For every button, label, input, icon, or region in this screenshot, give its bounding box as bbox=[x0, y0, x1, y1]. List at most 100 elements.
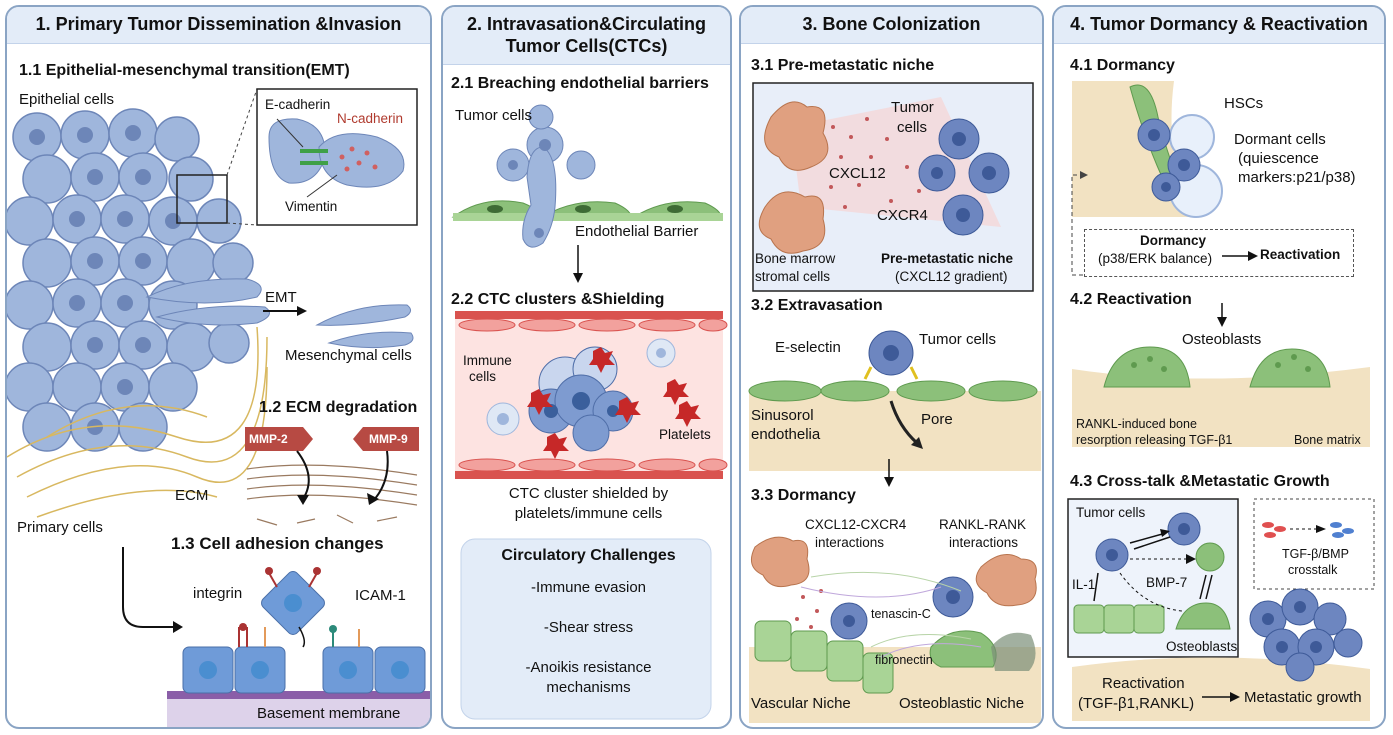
bone-matrix-label: Bone matrix bbox=[1294, 433, 1361, 447]
cxcr4-label: CXCR4 bbox=[877, 207, 928, 224]
panel-bone-colonization: 3. Bone Colonization bbox=[739, 5, 1044, 729]
vimentin-label: Vimentin bbox=[285, 199, 338, 214]
niche-heading: 3.1 Pre-metastatic niche bbox=[751, 57, 935, 74]
challenge-shear-stress: -Shear stress bbox=[543, 619, 634, 636]
platelets-label: Platelets bbox=[659, 427, 711, 442]
mmp9-marker bbox=[353, 427, 419, 451]
tgf-label-2: crosstalk bbox=[1288, 563, 1338, 577]
ecm-degradation-heading: 1.2 ECM degradation bbox=[259, 399, 418, 416]
integrin-label: integrin bbox=[193, 585, 243, 602]
icam-label: ICAM-1 bbox=[355, 587, 406, 604]
fibronectin-label: fibronectin bbox=[875, 653, 933, 667]
bmp7-label: BMP-7 bbox=[1146, 575, 1188, 590]
e-cadherin-label: E-cadherin bbox=[265, 97, 331, 112]
panel-2-title-line1: 2. Intravasation&Circulating bbox=[466, 14, 707, 34]
panel-3-header: 3. Bone Colonization bbox=[741, 7, 1042, 44]
cxcl-interaction-2: interactions bbox=[815, 535, 885, 550]
challenge-anoikis-2: mechanisms bbox=[546, 679, 631, 696]
metastatic-growth-label: Metastatic growth bbox=[1244, 689, 1362, 706]
niche-gradient-label: (CXCL12 gradient) bbox=[895, 269, 1008, 284]
crosstalk-heading: 4.3 Cross-talk &Metastatic Growth bbox=[1070, 473, 1330, 490]
dormant-cells-label-3: markers:p21/p38) bbox=[1238, 169, 1356, 186]
osteoblastic-niche-label: Osteoblastic Niche bbox=[899, 695, 1025, 712]
immune-cells-label-1: Immune bbox=[463, 353, 512, 368]
osteoblasts-label: Osteoblasts bbox=[1182, 331, 1262, 348]
tgf-callout bbox=[1253, 498, 1375, 590]
vascular-niche-label: Vascular Niche bbox=[751, 695, 851, 712]
mmp2-marker bbox=[245, 427, 313, 451]
panel-3-illustration bbox=[748, 82, 1041, 723]
mmp9-label: MMP-9 bbox=[369, 432, 408, 446]
mesenchymal-cells bbox=[145, 278, 414, 349]
reactivation-growth-2: (TGF-β1,RANKL) bbox=[1078, 695, 1195, 712]
dormancy-heading: 3.3 Dormancy bbox=[751, 487, 856, 504]
platelets bbox=[527, 347, 701, 459]
challenges-title: Circulatory Challenges bbox=[501, 547, 676, 564]
rankl-label-2: resorption releasing TGF-β1 bbox=[1076, 433, 1233, 447]
ctc-caption-2: platelets/immune cells bbox=[514, 505, 663, 522]
breach-heading: 2.1 Breaching endothelial barriers bbox=[451, 75, 709, 92]
panel-1-title: 1. Primary Tumor Dissemination &Invasion bbox=[35, 14, 402, 34]
dormant-cells bbox=[1137, 118, 1201, 202]
extravasation-heading: 3.2 Extravasation bbox=[751, 297, 883, 314]
stromal-cells bbox=[758, 101, 829, 254]
panel-dormancy-reactivation: 4. Tumor Dormancy & Reactivation bbox=[1052, 5, 1386, 729]
bone-surface bbox=[749, 391, 1041, 471]
panel-4-header: 4. Tumor Dormancy & Reactivation bbox=[1054, 7, 1384, 44]
reactivation-growth-1: Reactivation bbox=[1102, 675, 1185, 692]
crosstalk-tumor-label: Tumor cells bbox=[1076, 505, 1146, 520]
ctc-heading: 2.2 CTC clusters &Shielding bbox=[451, 291, 665, 308]
panel-intravasation: 2. Intravasation&Circulating Tumor Cells… bbox=[441, 5, 732, 729]
challenge-immune-evasion: -Immune evasion bbox=[530, 579, 647, 596]
tumor-cells-label: Tumor cells bbox=[455, 107, 532, 124]
panel-3-title: 3. Bone Colonization bbox=[802, 14, 981, 34]
panel-4-illustration bbox=[1067, 81, 1375, 721]
panel-1-header: 1. Primary Tumor Dissemination &Invasion bbox=[7, 7, 430, 44]
rankl-label-1: RANKL-induced bone bbox=[1076, 417, 1197, 431]
sinusoidal-label-2: endothelia bbox=[751, 426, 821, 443]
basement-membrane bbox=[167, 697, 430, 727]
dormancy-reactivation-box bbox=[1084, 229, 1354, 277]
ecm-label: ECM bbox=[175, 487, 209, 504]
tenascin-label: tenascin-C bbox=[871, 607, 931, 621]
dormancy-box-label: Dormancy bbox=[1140, 233, 1207, 248]
adhesion-heading: 1.3 Cell adhesion changes bbox=[171, 534, 384, 553]
sinusoidal-label-1: Sinusorol bbox=[751, 407, 814, 424]
e-cadherin-marker bbox=[300, 149, 328, 153]
n-cadherin-label: N-cadherin bbox=[337, 111, 404, 126]
pore-label: Pore bbox=[921, 411, 953, 428]
mesenchymal-cells-label: Mesenchymal cells bbox=[285, 347, 412, 364]
vascular-niche-cells bbox=[754, 620, 894, 694]
sinusoidal-endothelium bbox=[748, 380, 1038, 402]
panel-2-header: 2. Intravasation&Circulating Tumor Cells… bbox=[443, 7, 730, 65]
niche-tumor-label-1: Tumor bbox=[891, 99, 934, 116]
stromal-label-1: Bone marrow bbox=[755, 251, 836, 266]
primary-cells-label: Primary cells bbox=[17, 519, 103, 536]
immune-cells-label-2: cells bbox=[469, 369, 497, 384]
cxcl-interaction-1: CXCL12-CXCR4 bbox=[805, 517, 907, 532]
crosstalk-osteoblasts-label: Osteoblasts bbox=[1166, 639, 1238, 654]
panel-1-illustration bbox=[7, 88, 430, 727]
crosstalk-endothelium bbox=[1073, 604, 1165, 634]
dormancy-heading-4: 4.1 Dormancy bbox=[1070, 57, 1175, 74]
panel-4-title: 4. Tumor Dormancy & Reactivation bbox=[1070, 14, 1368, 34]
basement-membrane-label: Basement membrane bbox=[257, 705, 401, 722]
epithelial-cells-label: Epithelial cells bbox=[19, 91, 115, 108]
adherent-cells bbox=[182, 646, 426, 694]
challenges-box bbox=[460, 538, 712, 720]
endothelial-barrier-label: Endothelial Barrier bbox=[575, 223, 699, 240]
osteoclasts bbox=[1103, 346, 1331, 388]
ctc-caption-1: CTC cluster shielded by bbox=[508, 485, 669, 502]
rankl-interaction-1: RANKL-RANK bbox=[939, 517, 1027, 532]
stromal-label-2: stromal cells bbox=[755, 269, 831, 284]
hscs-label: HSCs bbox=[1224, 95, 1264, 112]
panel-2-title-line2: Tumor Cells(CTCs) bbox=[505, 36, 668, 56]
cxcl12-label: CXCL12 bbox=[829, 165, 886, 182]
il1-label: IL-1 bbox=[1072, 577, 1096, 592]
niche-tumor-label-2: cells bbox=[897, 119, 928, 136]
panel-primary-tumor: 1. Primary Tumor Dissemination &Invasion bbox=[5, 5, 432, 729]
extravasation-tumor-label: Tumor cells bbox=[919, 331, 996, 348]
e-selectin-label: E-selectin bbox=[775, 339, 841, 356]
dormancy-stromal bbox=[750, 536, 1037, 607]
emt-heading: 1.1 Epithelial-mesenchymal transition(EM… bbox=[19, 62, 350, 79]
